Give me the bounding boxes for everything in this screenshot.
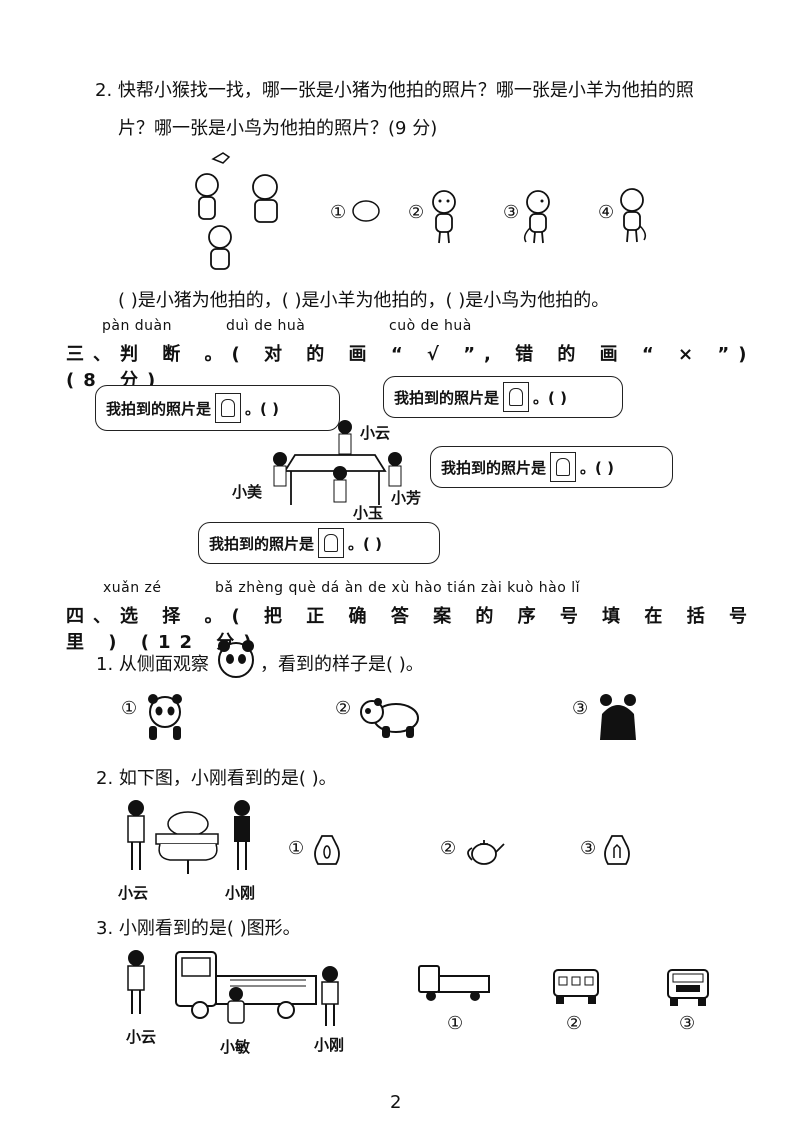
label-xiaomei: 小美 bbox=[232, 483, 263, 501]
bubble-2-text: 我拍到的照片是 bbox=[394, 388, 500, 407]
q4-3-option-1: ① bbox=[447, 1013, 464, 1034]
photo-frame-icon bbox=[550, 452, 577, 482]
pinyin-xuanze: xuǎn zé bbox=[103, 580, 162, 596]
label-xiaofang: 小芳 bbox=[391, 489, 422, 507]
label-xiaoyun-3: 小云 bbox=[126, 1028, 157, 1046]
bubble-3-text: 我拍到的照片是 bbox=[441, 458, 547, 477]
truck-front-view bbox=[667, 969, 709, 1006]
speech-bubble-2: 我拍到的照片是 。( ) bbox=[383, 376, 623, 418]
q4-3-option-2: ② bbox=[566, 1013, 583, 1034]
photo-frame-icon bbox=[215, 393, 242, 423]
truck-rear-view bbox=[553, 969, 599, 1004]
bubble-3-answer: 。( ) bbox=[580, 458, 614, 477]
q4-3-text: 3. 小刚看到的是( )图形。 bbox=[96, 918, 301, 939]
speech-bubble-1: 我拍到的照片是 。( ) bbox=[95, 385, 340, 431]
page-number: 2 bbox=[390, 1092, 402, 1113]
q4-3-option-3: ③ bbox=[679, 1013, 696, 1034]
q4-2-option-2: ② bbox=[440, 838, 457, 859]
q4-2-option-3: ③ bbox=[580, 838, 597, 859]
speech-bubble-3: 我拍到的照片是 。( ) bbox=[430, 446, 673, 488]
q4-1-prefix: 1. 从侧面观察 bbox=[96, 654, 209, 675]
pinyin-instruction: bǎ zhèng què dá àn de xù hào tián zài ku… bbox=[215, 580, 580, 596]
panda-side-option bbox=[360, 698, 419, 738]
speech-bubble-4: 我拍到的照片是 。( ) bbox=[198, 522, 440, 564]
bubble-1-text: 我拍到的照片是 bbox=[106, 399, 212, 418]
section-4-title: 四、选 择 。( 把 正 确 答 案 的 序 号 填 在 括 号 里 ) (12… bbox=[66, 606, 756, 653]
label-xiaogang-3: 小刚 bbox=[314, 1036, 345, 1054]
truck-side-view bbox=[418, 965, 490, 1001]
bubble-2-answer: 。( ) bbox=[533, 388, 567, 407]
teapot-front-view bbox=[314, 835, 340, 865]
truck-scene-illustration bbox=[127, 950, 339, 1026]
q2-option-1: ① bbox=[330, 202, 347, 223]
panda-front-option bbox=[148, 694, 182, 740]
q4-1-suffix: ，看到的样子是( )。 bbox=[260, 654, 424, 675]
q4-2-option-1: ① bbox=[288, 838, 305, 859]
q2-option-4: ④ bbox=[598, 202, 615, 223]
q4-1-option-2: ② bbox=[335, 698, 352, 719]
teapot-side-view bbox=[467, 840, 505, 865]
label-xiaoyun: 小云 bbox=[360, 424, 391, 442]
photo-3-monkey-side bbox=[523, 190, 550, 244]
bubble-1-answer: 。( ) bbox=[245, 399, 279, 418]
bubble-4-answer: 。( ) bbox=[348, 534, 382, 553]
q2-option-2: ② bbox=[408, 202, 425, 223]
photo-2-monkey-front bbox=[432, 190, 456, 244]
q4-2-text: 2. 如下图，小刚看到的是( )。 bbox=[96, 768, 337, 789]
q2-option-3: ③ bbox=[503, 202, 520, 223]
photo-frame-icon bbox=[318, 528, 345, 558]
q2-line1: 2. 快帮小猴找一找，哪一张是小猪为他拍的照片？哪一张是小羊为他拍的照 bbox=[95, 80, 694, 101]
label-xiaogang-2: 小刚 bbox=[225, 884, 256, 902]
photo-4-monkey-back bbox=[620, 188, 647, 243]
bubble-4-text: 我拍到的照片是 bbox=[209, 534, 315, 553]
photo-1-egg-outline bbox=[352, 200, 380, 222]
q2-line2: 片？哪一张是小鸟为他拍的照片？(9 分) bbox=[118, 118, 438, 139]
panda-front-icon bbox=[218, 640, 254, 678]
q4-1-option-1: ① bbox=[121, 698, 138, 719]
label-xiaoyun-2: 小云 bbox=[118, 884, 149, 902]
table-scene-illustration bbox=[273, 420, 402, 505]
photo-frame-icon bbox=[503, 382, 530, 412]
teapot-back-view bbox=[604, 835, 630, 865]
pinyin-panduan: pàn duàn bbox=[102, 318, 173, 334]
pinyin-duidehua: duì de huà bbox=[226, 318, 306, 334]
q2-answer-line: ( )是小猪为他拍的，( )是小羊为他拍的，( )是小鸟为他拍的。 bbox=[118, 290, 610, 311]
label-xiaoyu: 小玉 bbox=[353, 504, 384, 522]
label-xiaomin: 小敏 bbox=[220, 1038, 251, 1056]
teapot-table-scene bbox=[127, 800, 250, 874]
q4-1-option-3: ③ bbox=[572, 698, 589, 719]
pinyin-cuodehua: cuò de huà bbox=[389, 318, 472, 334]
panda-back-option bbox=[600, 694, 636, 740]
animals-scene-illustration bbox=[195, 152, 278, 270]
